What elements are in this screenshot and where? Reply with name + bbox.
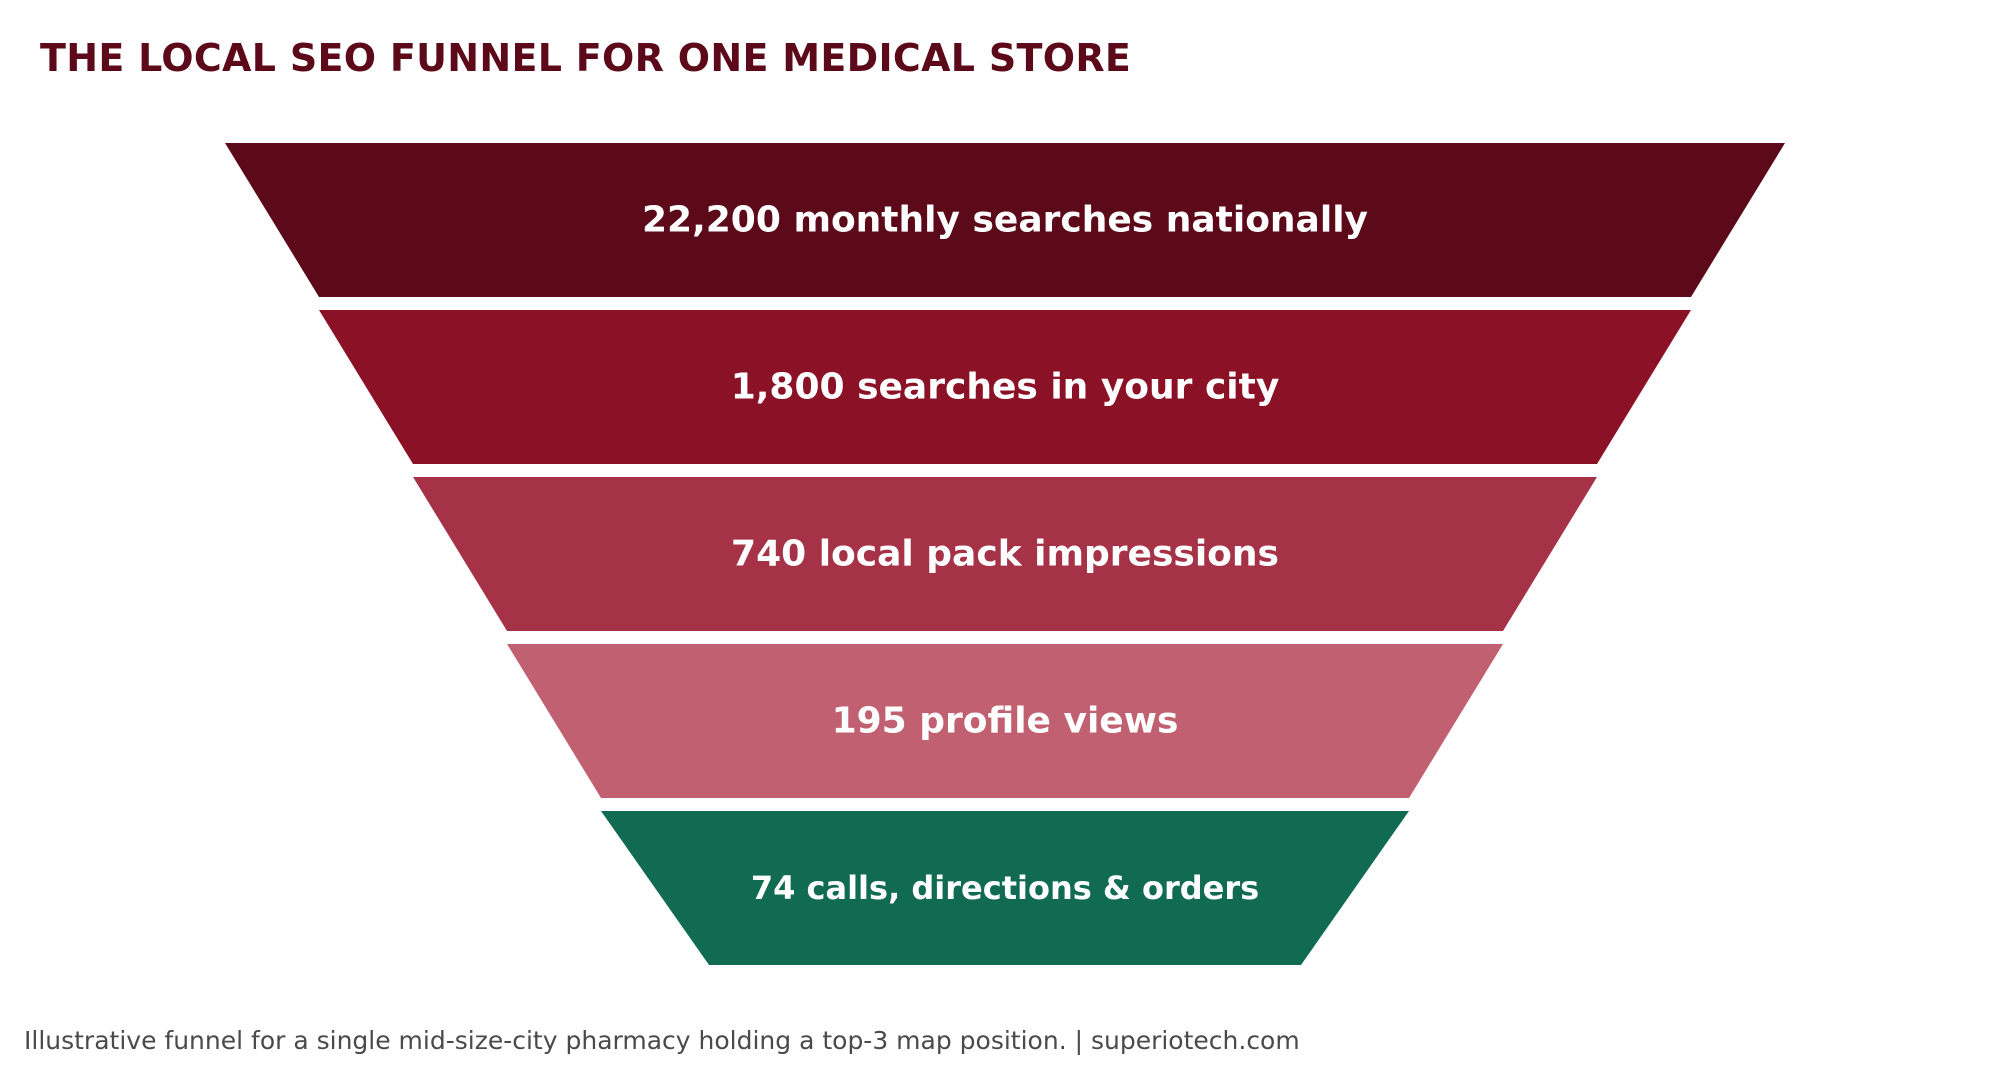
funnel-stage-label: 22,200 monthly searches nationally — [642, 200, 1368, 241]
chart-footnote: Illustrative funnel for a single mid-siz… — [24, 1026, 1300, 1055]
chart-title: THE LOCAL SEO FUNNEL FOR ONE MEDICAL STO… — [40, 36, 1132, 80]
funnel-stage-5: 74 calls, directions & orders — [601, 811, 1409, 965]
funnel-stage-2: 1,800 searches in your city — [319, 310, 1691, 464]
funnel-stage-shape — [507, 644, 1503, 798]
funnel-stage-3: 740 local pack impressions — [413, 477, 1597, 631]
funnel-stage-label: 740 local pack impressions — [731, 534, 1279, 575]
funnel-stage-label: 1,800 searches in your city — [731, 367, 1280, 408]
funnel-stage-shape — [413, 477, 1597, 631]
funnel-stage-shape — [601, 811, 1409, 965]
funnel-stage-shape — [319, 310, 1691, 464]
funnel-stage-label: 74 calls, directions & orders — [751, 869, 1259, 907]
funnel-stage-label: 195 profile views — [832, 701, 1179, 742]
funnel-stage-4: 195 profile views — [507, 644, 1503, 798]
funnel-stage-shape — [225, 143, 1785, 297]
funnel-stage-1: 22,200 monthly searches nationally — [225, 143, 1785, 297]
